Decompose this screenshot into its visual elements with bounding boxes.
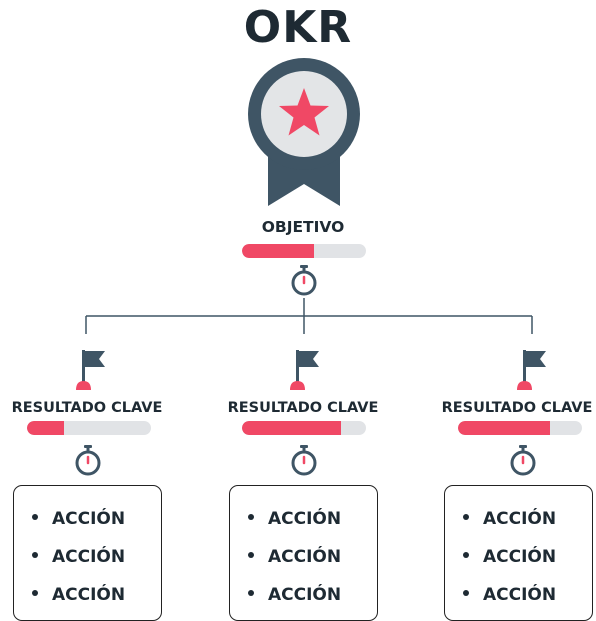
actions-box: ACCIÓN ACCIÓN ACCIÓN xyxy=(444,485,593,621)
action-item: ACCIÓN xyxy=(463,576,592,614)
key-result-label: RESULTADO CLAVE xyxy=(227,400,379,416)
key-result-progress-bar xyxy=(242,421,366,435)
actions-box: ACCIÓN ACCIÓN ACCIÓN xyxy=(13,485,162,621)
action-item: ACCIÓN xyxy=(32,576,161,614)
actions-box: ACCIÓN ACCIÓN ACCIÓN xyxy=(229,485,378,621)
action-item: ACCIÓN xyxy=(248,500,377,538)
page-title: OKR xyxy=(243,2,353,53)
flag-icon xyxy=(517,350,546,390)
key-result-label: RESULTADO CLAVE xyxy=(11,400,163,416)
medal-star-icon xyxy=(248,58,360,206)
objective-label: OBJETIVO xyxy=(261,218,345,236)
key-result-progress-fill xyxy=(458,421,550,435)
flag-icon xyxy=(76,350,105,390)
action-item: ACCIÓN xyxy=(32,538,161,576)
flag-icon xyxy=(290,350,319,390)
stopwatch-icon xyxy=(291,445,317,476)
action-item: ACCIÓN xyxy=(248,576,377,614)
key-result-label: RESULTADO CLAVE xyxy=(441,400,593,416)
key-result-progress-bar xyxy=(458,421,582,435)
action-item: ACCIÓN xyxy=(32,500,161,538)
key-result-progress-fill xyxy=(27,421,65,435)
action-item: ACCIÓN xyxy=(463,538,592,576)
objective-progress-fill xyxy=(242,244,314,258)
key-result-progress-fill xyxy=(242,421,342,435)
objective-progress-bar xyxy=(242,244,366,258)
action-item: ACCIÓN xyxy=(248,538,377,576)
stopwatch-icon xyxy=(75,445,101,476)
stopwatch-icon xyxy=(291,265,317,296)
action-item: ACCIÓN xyxy=(463,500,592,538)
key-result-progress-bar xyxy=(27,421,151,435)
stopwatch-icon xyxy=(510,445,536,476)
